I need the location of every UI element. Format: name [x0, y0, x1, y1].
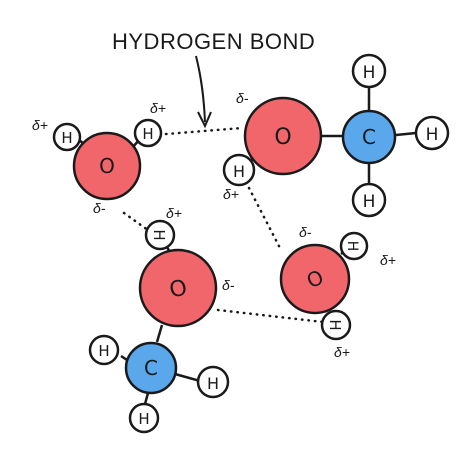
oxygen-atom: [72, 131, 142, 201]
hydrogen-atom: [88, 334, 120, 366]
h-bond-1: [164, 126, 244, 136]
hydrogen-bonds: [122, 126, 325, 324]
hydrogen-atom: [196, 365, 230, 399]
h-bond-4: [216, 308, 325, 324]
hydrogen-label: H: [233, 162, 245, 181]
hydrogen-label: H: [150, 229, 168, 240]
hydrogen-label: H: [344, 241, 360, 252]
oxygen-atom: [279, 243, 351, 315]
charge-negative: δ-: [93, 200, 106, 216]
charge-positive: δ+: [223, 186, 239, 202]
hydrogen-atom: [339, 231, 369, 261]
hydrogen-label: H: [207, 374, 219, 393]
charge-positive: δ+: [166, 205, 182, 221]
oxygen-atom: [243, 96, 323, 176]
carbon-label: C: [362, 125, 376, 149]
diagram-title: HYDROGEN BOND: [112, 29, 315, 54]
hydrogen-atom: [414, 115, 450, 151]
hydrogen-atom: [133, 118, 163, 148]
hydrogen-atom: [222, 153, 256, 187]
water-molecule-right: O H H: [279, 231, 369, 341]
charge-positive: δ+: [150, 100, 166, 116]
water-molecule-left: O H H: [52, 118, 163, 201]
methanol-molecule-bottom: O H C H H H: [88, 219, 230, 434]
h-bond-2: [122, 211, 154, 235]
oxygen-label: O: [99, 154, 115, 178]
charge-negative: δ-: [299, 224, 312, 240]
hydrogen-atom: [52, 122, 82, 152]
hydrogen-atom: [320, 309, 352, 341]
charge-negative: δ-: [236, 90, 249, 106]
title-arrow-icon: [195, 55, 206, 123]
hydrogen-atom: [144, 219, 176, 251]
hydrogen-label: H: [326, 319, 344, 330]
hydrogen-label: H: [142, 125, 153, 143]
h-bond-3: [247, 186, 282, 250]
hydrogen-label: H: [61, 129, 72, 147]
hydrogen-atom: [351, 53, 387, 89]
hydrogen-label: H: [98, 342, 109, 360]
carbon-atom: [341, 109, 397, 165]
hydrogen-label: H: [363, 192, 376, 212]
oxygen-atom: [138, 248, 218, 328]
title-arrowhead-icon: [197, 111, 212, 129]
charge-positive: δ+: [334, 344, 350, 360]
carbon-atom: [124, 341, 178, 395]
oxygen-label: O: [167, 275, 190, 304]
hydrogen-label: H: [426, 125, 439, 145]
hydrogen-atom: [351, 182, 387, 218]
carbon-label: C: [144, 356, 158, 380]
hydrogen-label: H: [363, 63, 376, 83]
oxygen-label: O: [274, 125, 291, 150]
charge-positive: δ+: [380, 252, 396, 268]
charge-positive: δ+: [32, 117, 48, 133]
hydrogen-label: H: [138, 410, 149, 428]
charge-negative: δ-: [222, 277, 235, 293]
methanol-molecule-right: O C H H H H: [222, 53, 450, 218]
partial-charges: δ+ δ+ δ- δ- δ+ δ+ δ- δ- δ+ δ+: [32, 90, 396, 360]
hydrogen-atom: [128, 402, 160, 434]
